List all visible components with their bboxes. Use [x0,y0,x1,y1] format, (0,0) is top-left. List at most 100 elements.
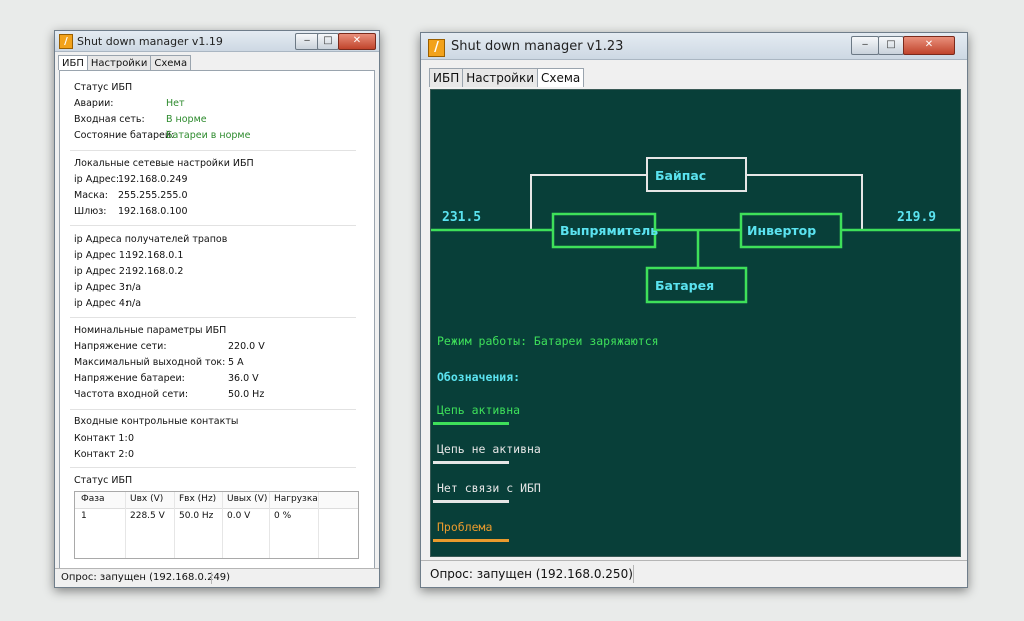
divider [70,467,356,468]
section-title-network: Локальные сетевые настройки ИБП [74,158,254,169]
table-cell: 228.5 V [130,511,165,521]
status-bar: Опрос: запущен (192.168.0.249) [55,568,379,587]
maximize-button[interactable]: □ [878,36,904,55]
row-value: 50.0 Hz [228,389,265,400]
inverter-label: Инвертор [747,223,816,238]
inverter-block [739,212,843,249]
status-divider [633,565,634,583]
ups-info-panel: Статус ИБП Аварии: Нет Входная сеть: В н… [59,70,375,569]
tab-ups[interactable]: ИБП [429,68,464,87]
row-label: Частота входной сети: [74,389,189,400]
row-label: Входная сеть: [74,114,145,125]
row-label: ip Адрес 4: [74,298,129,309]
row-label: ip Адрес 1: [74,250,129,261]
column-header[interactable]: Фаза [81,494,105,504]
row-value: 36.0 V [228,373,259,384]
tab-settings[interactable]: Настройки [86,55,152,70]
column-header[interactable]: Uвых (V) [227,494,268,504]
legend-problem-label: Проблема [437,520,493,534]
row-value: Батареи в норме [166,130,251,141]
bypass-block [646,157,747,192]
window-title: Shut down manager v1.23 [451,39,624,54]
phase-status-table[interactable]: Фаза Uвх (V) Fвх (Hz) Uвых (V) Нагрузка … [74,491,359,559]
row-value: В норме [166,114,207,125]
legend-inactive-label: Цепь не активна [437,442,541,456]
row-label: Максимальный выходной ток: [74,357,226,368]
column-divider [318,492,319,558]
status-divider [211,572,212,584]
close-button[interactable]: ✕ [903,36,955,55]
row-value: 192.168.0.249 [118,174,188,185]
close-button[interactable]: ✕ [338,33,376,50]
column-divider [125,492,126,558]
column-divider [222,492,223,558]
status-text: Опрос: запущен (192.168.0.249) [61,572,231,583]
row-label: Маска: [74,190,109,201]
column-divider [269,492,270,558]
section-title-status-table: Статус ИБП [74,475,133,486]
section-title-nominal: Номинальные параметры ИБП [74,325,227,336]
legend-title: Обозначения: [437,370,521,384]
divider [70,317,356,318]
app-logo-icon: / [428,39,445,57]
divider [70,409,356,410]
row-label: ip Адрес 3: [74,282,129,293]
battery-label: Батарея [655,278,714,293]
rectifier-block [551,212,657,249]
column-header[interactable]: Нагрузка [274,494,318,504]
section-title-trap-receivers: ip Адреса получателей трапов [74,234,228,245]
input-voltage-value: 231.5 [442,210,481,225]
row-label: Шлюз: [74,206,107,217]
title-bar[interactable]: / Shut down manager v1.19 ‒ □ ✕ [55,31,379,52]
legend-active-line [433,422,509,425]
row-label: Контакт 1: [74,433,128,444]
legend-active-label: Цепь активна [437,403,521,417]
table-row[interactable]: 1 228.5 V 50.0 Hz 0.0 V 0 % [75,509,358,524]
legend-no-link-label: Нет связи с ИБП [437,481,541,495]
divider [70,150,356,151]
minimize-button[interactable]: ‒ [295,33,319,50]
row-label: Напряжение сети: [74,341,167,352]
bypass-right-wire [746,174,863,230]
tab-settings[interactable]: Настройки [462,68,539,87]
legend-inactive-line [433,461,509,464]
column-header[interactable]: Fвх (Hz) [179,494,217,504]
row-value: Нет [166,98,185,109]
ups-scheme-diagram: Байпас Выпрямитель Инвертор Батарея 231.… [431,157,960,304]
shutdown-manager-window-v119: / Shut down manager v1.19 ‒ □ ✕ ИБП Наст… [54,30,380,588]
row-label: Состояние батарей: [74,130,175,141]
column-divider [174,492,175,558]
table-cell: 50.0 Hz [179,511,214,521]
maximize-button[interactable]: □ [317,33,339,50]
row-label: Напряжение батареи: [74,373,185,384]
tab-scheme[interactable]: Схема [537,68,585,87]
window-title: Shut down manager v1.19 [77,35,223,48]
bypass-path [530,174,863,230]
app-logo-icon: / [59,34,73,49]
section-title-contacts: Входные контрольные контакты [74,416,239,427]
tab-bar: ИБП Настройки Схема [429,68,967,87]
tab-scheme[interactable]: Схема [150,55,192,70]
minimize-button[interactable]: ‒ [851,36,879,55]
battery-block [645,266,748,304]
row-value: 255.255.255.0 [118,190,188,201]
section-title-ups-status: Статус ИБП [74,82,133,93]
row-value: n/a [126,298,142,309]
row-label: Аварии: [74,98,114,109]
rectifier-label: Выпрямитель [560,223,658,238]
table-header: Фаза Uвх (V) Fвх (Hz) Uвых (V) Нагрузка [75,492,358,509]
bypass-label: Байпас [655,168,706,183]
shutdown-manager-window-v123: / Shut down manager v1.23 ‒ □ ✕ ИБП Наст… [420,32,968,588]
tab-ups[interactable]: ИБП [58,55,88,70]
row-value: 192.168.0.100 [118,206,188,217]
row-value: 0 [128,449,135,460]
operating-mode-text: Режим работы: Батареи заряжаются [437,334,659,348]
row-value: n/a [126,282,142,293]
column-header[interactable]: Uвх (V) [130,494,164,504]
status-bar: Опрос: запущен (192.168.0.250) [421,560,967,587]
status-text: Опрос: запущен (192.168.0.250) [430,567,633,581]
active-path [431,228,960,268]
row-value: 5 A [228,357,244,368]
title-bar[interactable]: / Shut down manager v1.23 ‒ □ ✕ [421,33,967,60]
bypass-left-wire [530,174,647,230]
